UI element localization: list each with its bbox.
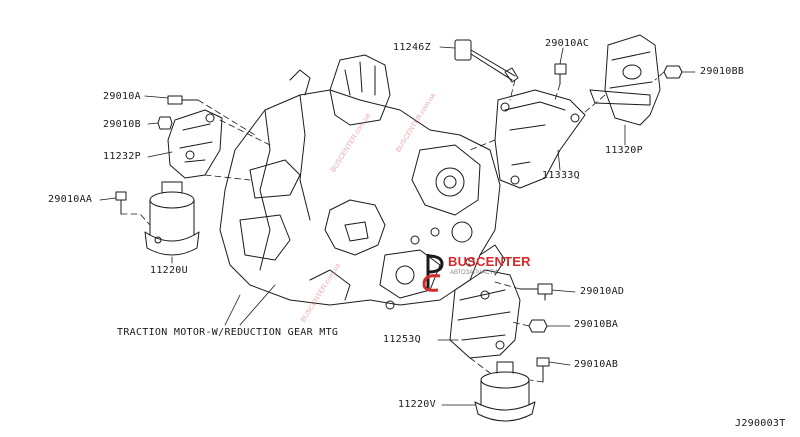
bracket-11253q [449, 269, 521, 359]
label-29010ab: 29010AB [574, 359, 619, 370]
bolt-29010ac [554, 63, 567, 85]
label-11246z: 11246Z [393, 42, 431, 53]
label-29010bb: 29010BB [700, 66, 745, 77]
leader-lines [99, 46, 696, 406]
bolt-29010aa [115, 191, 127, 215]
label-11320p: 11320P [605, 145, 643, 156]
bolt-29010a [167, 95, 199, 105]
diagram-code: J290003T [735, 418, 786, 429]
logo-subtitle: АВТОЗАПЧАСТИ [450, 270, 498, 276]
nut-29010bb [663, 65, 683, 79]
label-11232p: 11232P [103, 151, 141, 162]
label-11220v: 11220V [398, 399, 436, 410]
bolt-29010ad [519, 283, 553, 301]
label-11220u: 11220U [150, 265, 188, 276]
mount-11220u [144, 181, 200, 256]
label-29010b: 29010B [103, 119, 141, 130]
logo-brand: BUSCENTER [448, 254, 531, 269]
label-29010ba: 29010BA [574, 319, 619, 330]
logo-mark-icon [422, 254, 444, 292]
bolt-29010ab [536, 357, 550, 383]
nut-29010ba [528, 319, 548, 333]
mount-11220v [474, 361, 536, 422]
label-29010ad: 29010AD [580, 286, 625, 297]
mount-11320p [589, 34, 661, 126]
label-29010ac: 29010AC [545, 38, 590, 49]
nut-29010b [157, 116, 173, 130]
bolt-11246z [454, 39, 519, 83]
label-29010a: 29010A [103, 91, 141, 102]
bracket-11333q [494, 89, 586, 189]
label-11253q: 11253Q [383, 334, 421, 345]
label-traction-motor: TRACTION MOTOR-W/REDUCTION GEAR MTG [117, 327, 339, 338]
bracket-11232p [167, 109, 223, 179]
label-11333q: 11333Q [542, 170, 580, 181]
label-29010aa: 29010AA [48, 194, 93, 205]
buscenter-logo: BUSCENTER АВТОЗАПЧАСТИ [418, 250, 538, 294]
alignment-lines [120, 71, 665, 383]
traction-motor-assembly [219, 54, 506, 310]
